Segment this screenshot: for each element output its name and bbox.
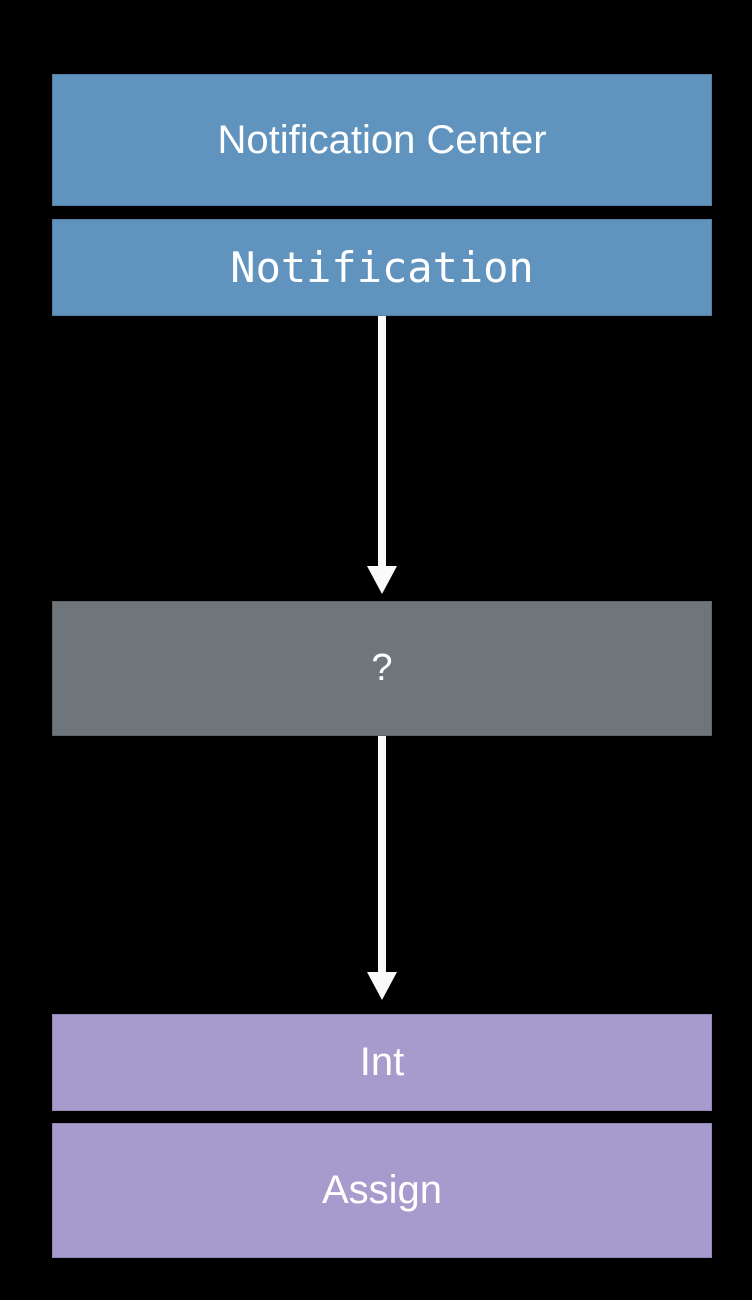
arrow-line — [378, 316, 386, 572]
node-assign-label: Assign — [321, 1168, 443, 1212]
node-unknown: ? — [52, 601, 712, 736]
node-notification-center: Notification Center — [52, 74, 712, 206]
arrow-down-icon — [367, 972, 397, 1000]
node-notification-center-label: Notification Center — [217, 117, 547, 162]
node-int: Int — [52, 1014, 712, 1111]
arrow-down-icon — [367, 566, 397, 594]
node-notification-label: Notification — [230, 243, 534, 292]
node-int-label: Int — [359, 1040, 405, 1084]
arrow-line — [378, 736, 386, 974]
node-unknown-label: ? — [371, 647, 393, 689]
node-notification: Notification — [52, 219, 712, 316]
node-assign: Assign — [52, 1123, 712, 1258]
